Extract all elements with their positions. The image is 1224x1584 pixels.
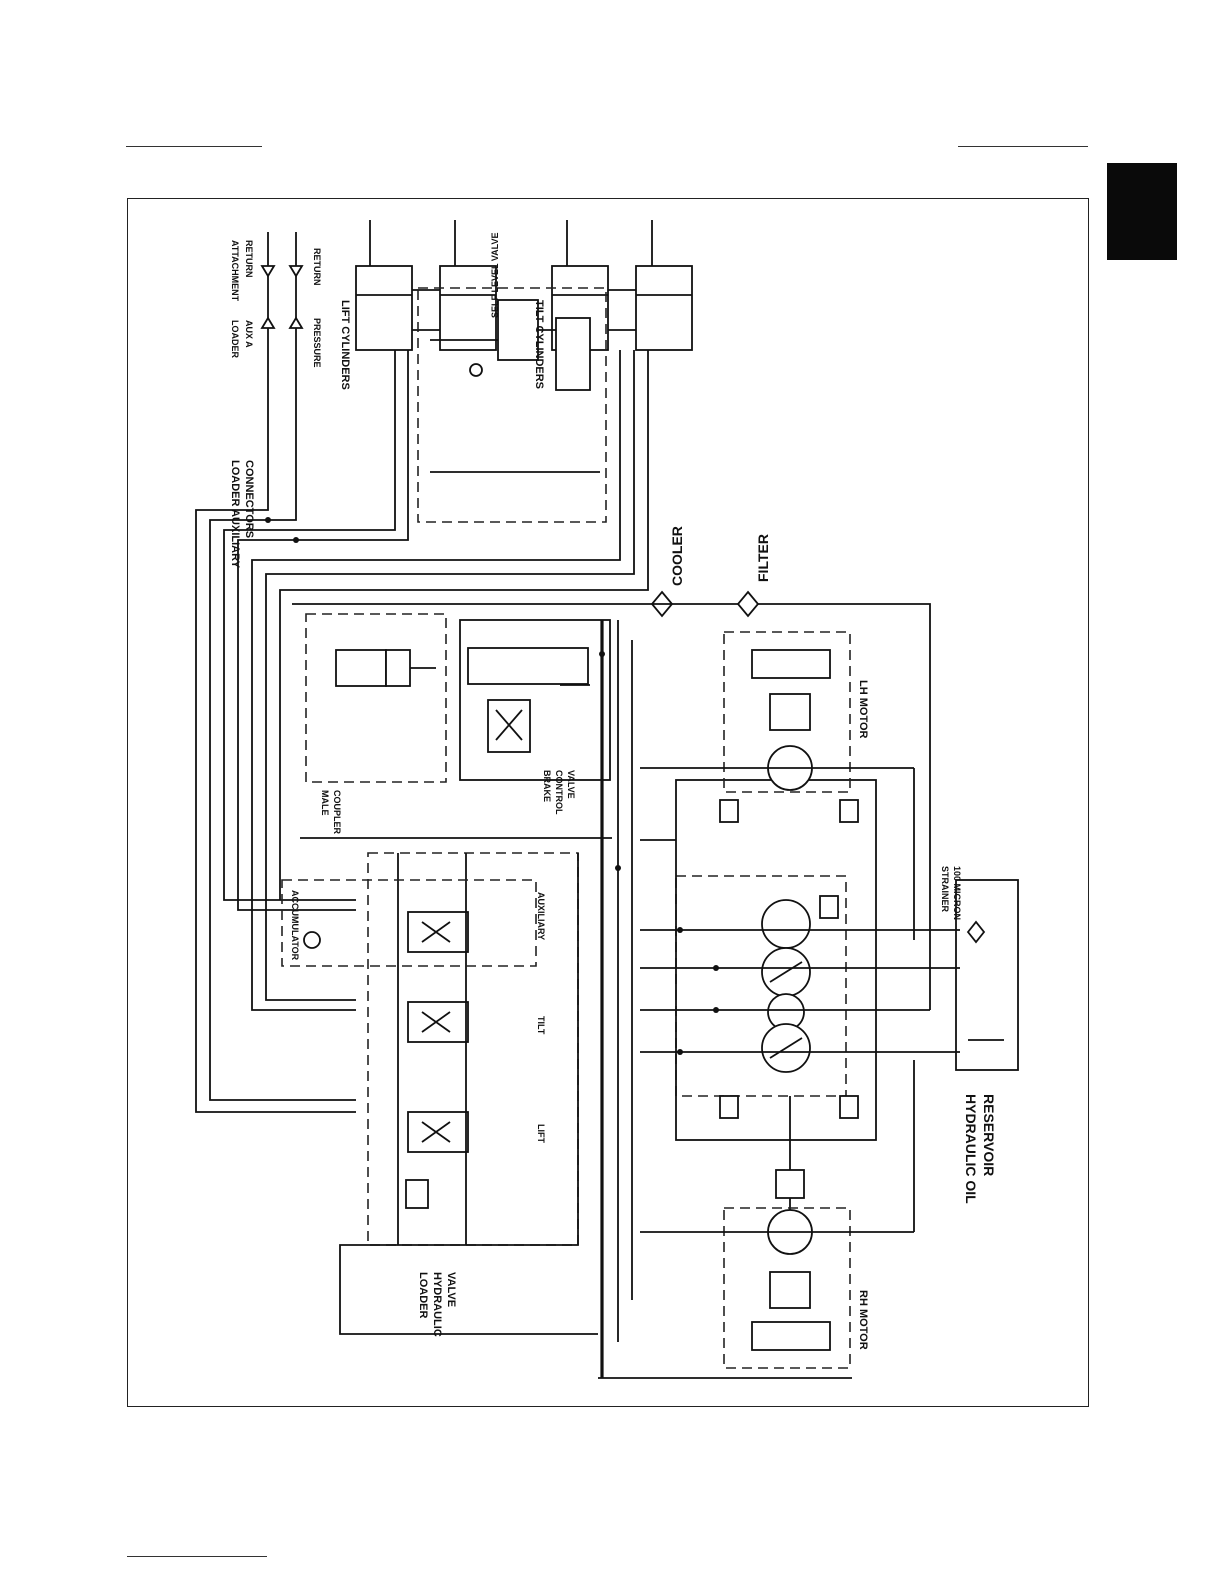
label-attachment-return-2: RETURN [244, 240, 254, 278]
lh-motor [640, 632, 914, 940]
aux-spool-section [306, 614, 446, 782]
label-male-coupler-1: MALE [320, 790, 330, 816]
label-brake-control-valve-2: CONTROL [554, 770, 564, 815]
hydraulic-oil-reservoir [956, 880, 1018, 1070]
brake-control-valve [460, 620, 610, 780]
label-loader-hydraulic-valve-2: HYDRAULIC [431, 1272, 443, 1337]
label-brake-control-valve-1: BRAKE [542, 770, 552, 802]
label-cooler: COOLER [669, 526, 685, 586]
lift-cylinder-a [356, 220, 412, 350]
label-self-level-valve: SELF LEVEL VALVE [490, 232, 500, 318]
loader-hydraulic-valve [304, 853, 598, 1334]
label-tilt-cylinders: TILT CYLINDERS [533, 300, 545, 389]
lift-cylinder-b [440, 220, 496, 350]
label-brake-control-valve-3: VALVE [566, 770, 576, 799]
label-accumulator: ACCUMULATOR [290, 890, 300, 961]
tilt-cylinder-b [636, 220, 692, 350]
label-loader-hydraulic-valve-1: LOADER [417, 1272, 429, 1319]
label-loader-auxiliary-connectors-1: LOADER AUXILIARY [229, 460, 241, 569]
label-auxiliary: AUXILIARY [536, 892, 546, 940]
label-loader-aux-1: LOADER [230, 320, 240, 359]
pump-group [640, 780, 960, 1212]
label-lift: LIFT [536, 1124, 546, 1143]
label-loader-hydraulic-valve-3: VALVE [445, 1272, 457, 1307]
label-return: RETURN [312, 248, 322, 286]
label-loader-aux-2: AUX A [244, 320, 254, 348]
label-loader-auxiliary-connectors-2: CONNECTORS [243, 460, 255, 538]
label-strainer-2: 100 MICRON [952, 866, 962, 920]
label-lift-cylinders: LIFT CYLINDERS [339, 300, 351, 390]
label-attachment-return-1: ATTACHMENT [230, 240, 240, 302]
junctions [265, 517, 719, 1055]
label-lh-motor: LH MOTOR [857, 680, 869, 739]
label-male-coupler-2: COUPLER [332, 790, 342, 835]
rh-motor [640, 1060, 914, 1368]
label-rh-motor: RH MOTOR [857, 1290, 869, 1350]
label-hydraulic-oil-reservoir-2: RESERVOIR [981, 1094, 997, 1176]
label-filter: FILTER [755, 534, 771, 582]
loader-hose-bundle [196, 350, 648, 1112]
auxiliary-couplers [262, 232, 302, 350]
label-hydraulic-oil-reservoir-1: HYDRAULIC OIL [963, 1094, 979, 1204]
label-strainer-1: STRAINER [940, 866, 950, 913]
label-tilt: TILT [536, 1016, 546, 1035]
label-pressure: PRESSURE [312, 318, 322, 368]
